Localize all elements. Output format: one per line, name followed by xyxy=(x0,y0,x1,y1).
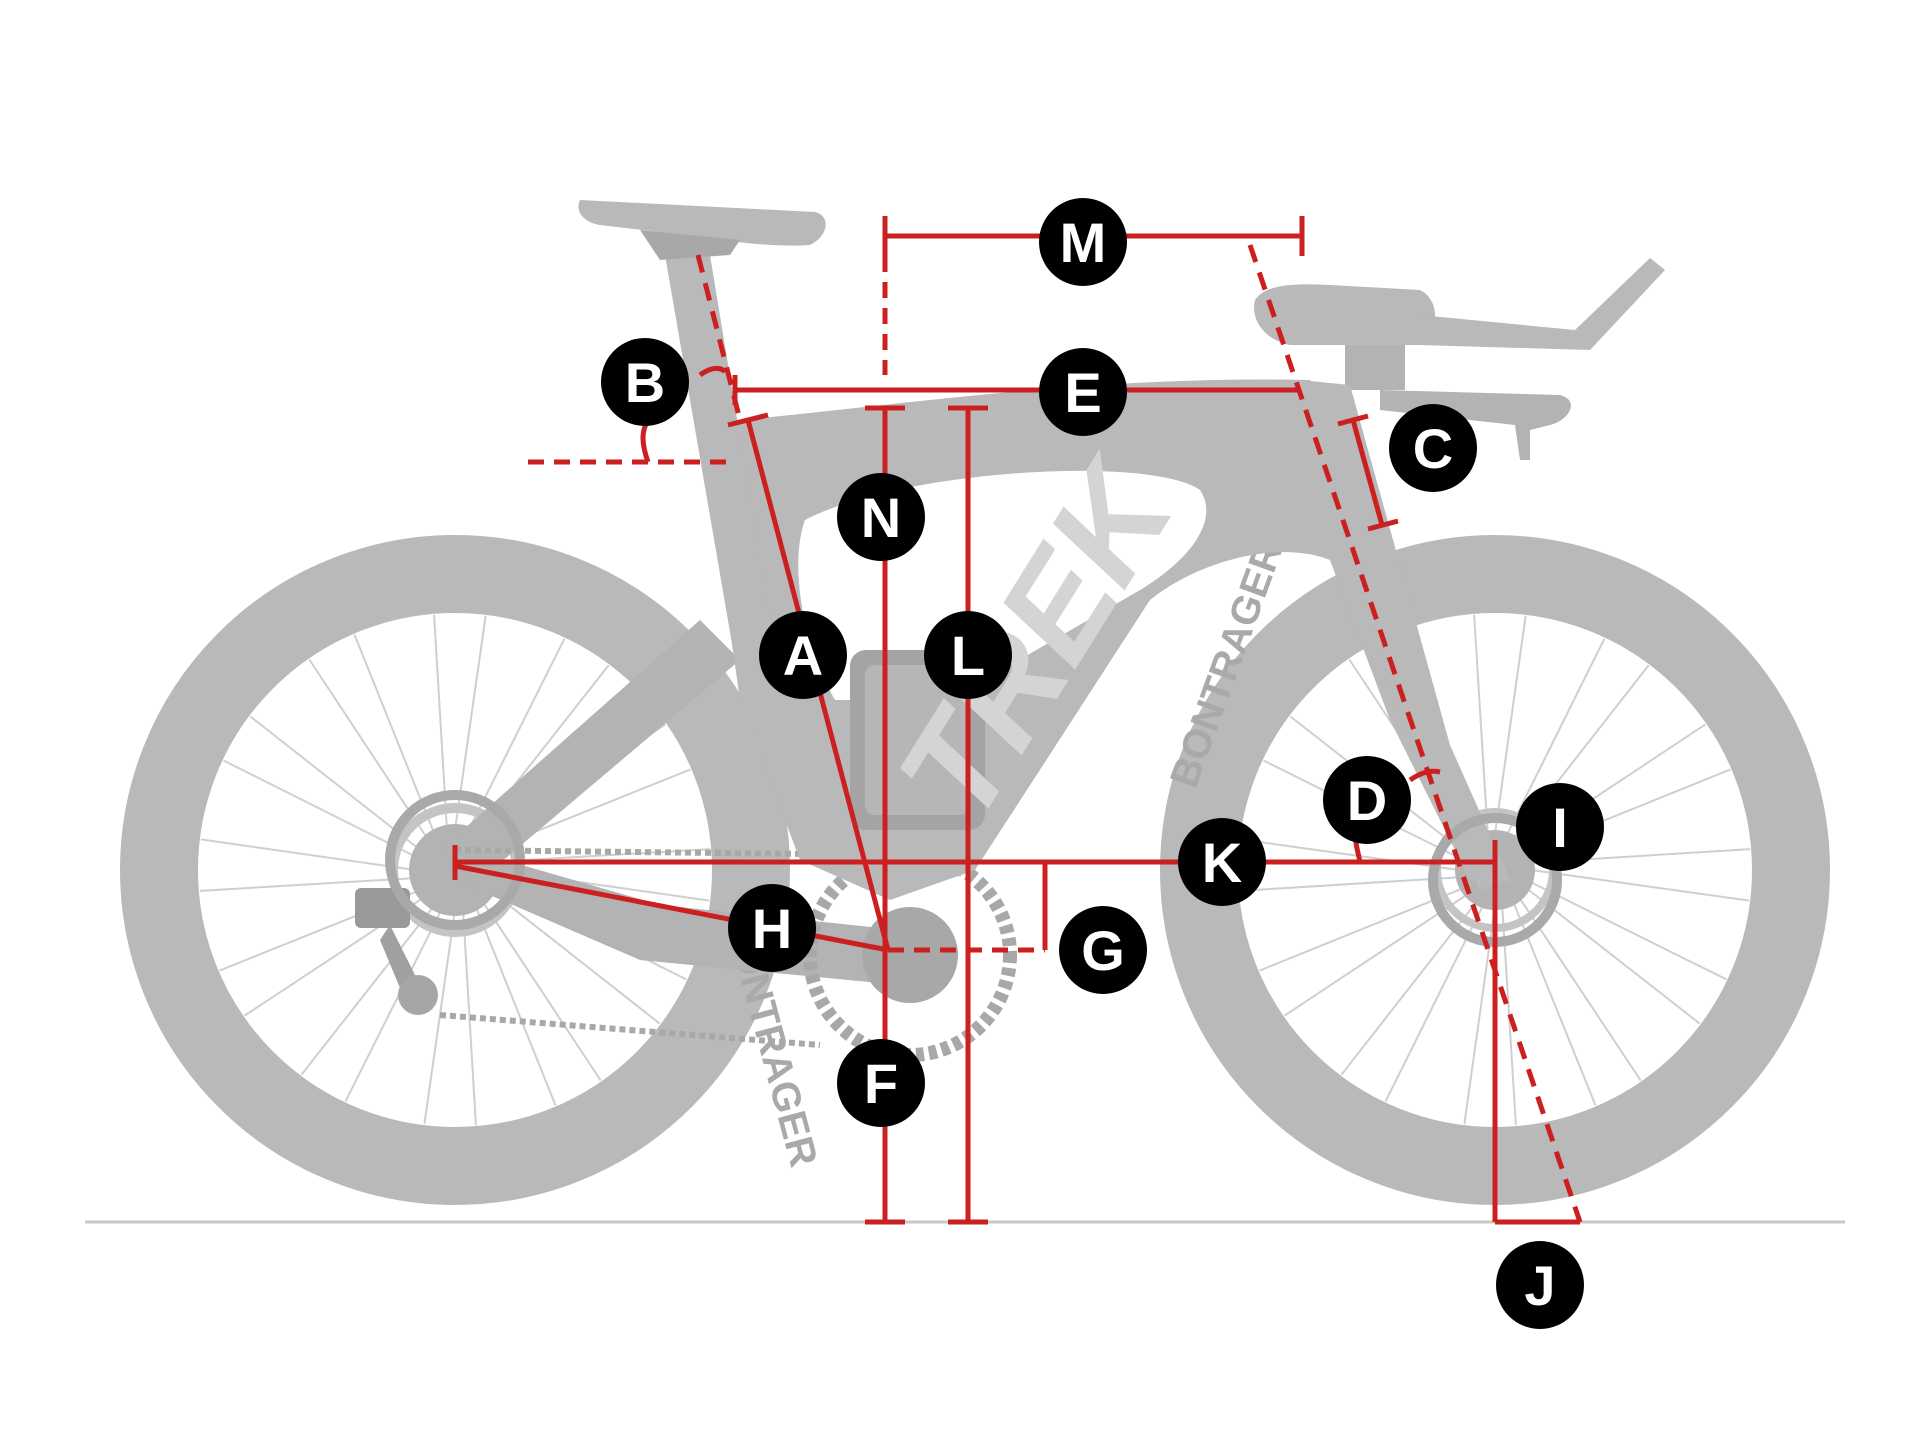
label-D: D xyxy=(1323,756,1411,844)
spoke xyxy=(249,715,421,851)
label-M: M xyxy=(1039,198,1127,286)
spoke xyxy=(1239,876,1460,892)
spoke xyxy=(480,899,602,1082)
spoke xyxy=(1259,887,1465,972)
aerobar xyxy=(1254,284,1435,345)
spoke xyxy=(223,759,418,859)
spoke xyxy=(1505,638,1606,837)
dim-H xyxy=(454,863,889,953)
fork xyxy=(1300,380,1510,890)
svg-text:H: H xyxy=(752,897,792,960)
spoke xyxy=(1530,869,1750,902)
spoke xyxy=(1525,887,1701,1025)
label-H: H xyxy=(728,884,816,972)
svg-text:A: A xyxy=(783,624,823,687)
label-J: J xyxy=(1496,1241,1584,1329)
svg-text:I: I xyxy=(1552,796,1568,859)
dimension-labels: M E B C N A L D xyxy=(601,198,1604,1329)
svg-text:M: M xyxy=(1060,211,1107,274)
svg-text:L: L xyxy=(951,624,985,687)
svg-text:K: K xyxy=(1202,831,1242,894)
svg-text:J: J xyxy=(1524,1254,1555,1317)
svg-text:N: N xyxy=(861,486,901,549)
spoke xyxy=(199,877,416,892)
label-N: N xyxy=(837,473,925,561)
spoke xyxy=(423,909,456,1125)
seatstay xyxy=(440,620,740,880)
spoke xyxy=(1473,614,1489,835)
label-G: G xyxy=(1059,906,1147,994)
svg-text:B: B xyxy=(625,351,665,414)
stem xyxy=(1345,345,1405,390)
spoke xyxy=(300,904,436,1076)
svg-text:D: D xyxy=(1347,769,1387,832)
svg-text:C: C xyxy=(1413,417,1453,480)
label-A: A xyxy=(759,611,847,699)
seat-tube xyxy=(665,255,780,690)
label-B: B xyxy=(601,338,689,426)
spoke xyxy=(1528,880,1727,981)
spoke xyxy=(200,838,416,871)
saddle xyxy=(578,200,826,246)
spoke xyxy=(474,904,557,1106)
spoke xyxy=(344,907,444,1102)
svg-text:F: F xyxy=(864,1052,898,1115)
label-K: K xyxy=(1178,818,1266,906)
spoke xyxy=(1240,838,1460,871)
label-C: C xyxy=(1389,404,1477,492)
extension xyxy=(1420,258,1665,350)
label-I: I xyxy=(1516,783,1604,871)
label-E: E xyxy=(1039,348,1127,436)
label-F: F xyxy=(837,1039,925,1127)
svg-text:E: E xyxy=(1064,361,1101,424)
spoke xyxy=(1494,615,1527,835)
label-L: L xyxy=(924,611,1012,699)
svg-text:G: G xyxy=(1081,919,1125,982)
dim-C xyxy=(1350,419,1385,526)
spoke xyxy=(489,889,661,1025)
spoke xyxy=(462,909,477,1126)
